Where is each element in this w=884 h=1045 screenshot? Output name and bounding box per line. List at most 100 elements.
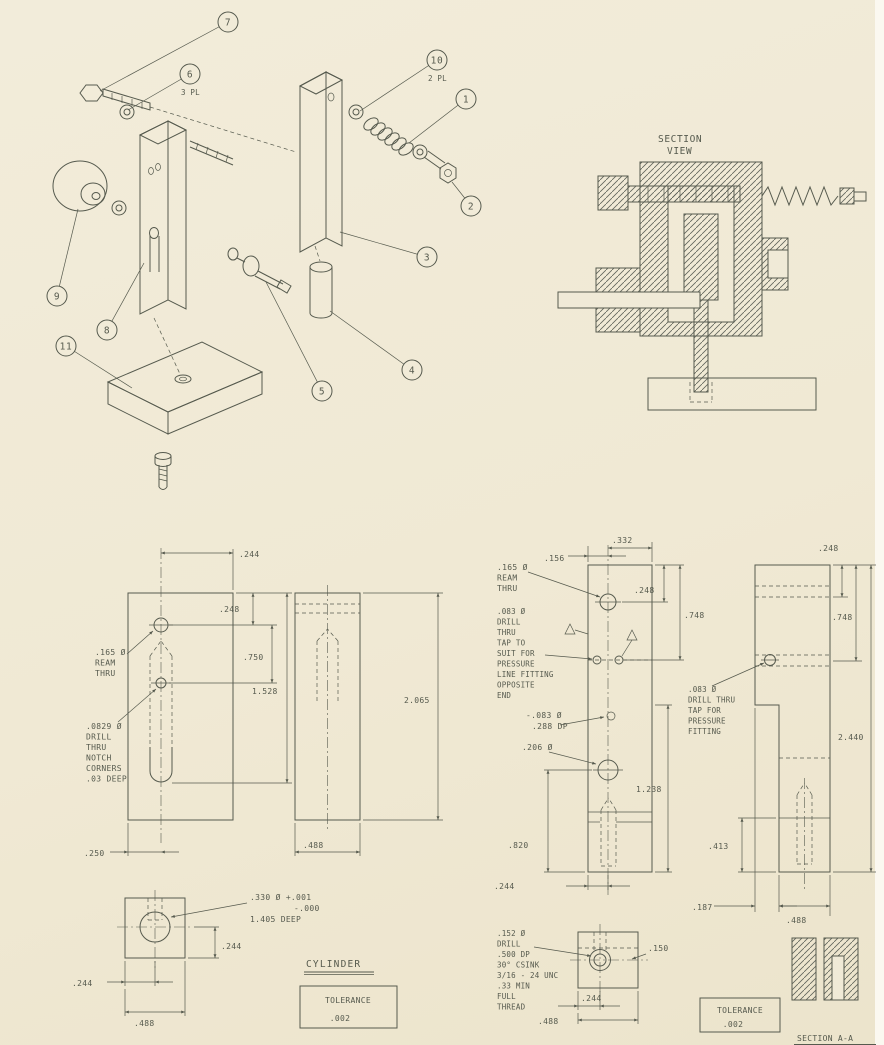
- balloon-2-label: 2: [468, 202, 474, 213]
- body-side-view: [754, 564, 831, 890]
- balloon-6-label: 6: [187, 70, 193, 81]
- section-view-title-line2: VIEW: [667, 146, 692, 157]
- balloon-2: 2: [460, 195, 482, 217]
- exploded-rear-bar: [298, 71, 344, 253]
- dim-bottom-offset-text: .244: [494, 882, 514, 891]
- body-ream-leader: [527, 571, 601, 598]
- balloon-11: 11: [55, 335, 77, 357]
- dim-bottom-width: .488: [124, 961, 186, 1028]
- section-aa-label: SECTION A-A: [797, 1034, 853, 1043]
- body-boss-view: [570, 924, 648, 998]
- dim-overall-height-right: 2.440: [833, 565, 876, 873]
- dim-boss-offset: .244: [558, 991, 620, 1010]
- dim-side-width-right-text: .488: [786, 916, 806, 925]
- bore-note-line2: -.000: [294, 904, 320, 913]
- dim-top-to-port: .748: [624, 565, 704, 661]
- cylinder-bottom-view: [117, 890, 193, 968]
- body-bore-leader: [548, 751, 597, 765]
- dim-bottom-center-to-edge-text: .244: [221, 942, 241, 951]
- dim-boss-hole-offset: .150: [631, 944, 668, 960]
- balloon-11-label: 11: [60, 342, 73, 353]
- cylinder-tolerance-value: .002: [330, 1014, 350, 1023]
- ream-note-leader: [126, 630, 154, 655]
- section-stem: [693, 299, 709, 379]
- balloon-10: 10 2 PL: [426, 49, 448, 83]
- dim-overall-height-text: 2.065: [404, 696, 430, 705]
- dim-top-to-hole: .248: [169, 592, 292, 626]
- body-cross-drill-leader: [544, 654, 593, 661]
- balloon-9: 9: [46, 285, 68, 307]
- dim-boss-width-text: .488: [538, 1017, 558, 1026]
- balloon-10-label: 10: [431, 56, 444, 67]
- balloon-3: 3: [416, 246, 438, 268]
- dim-right-offset: .332: [608, 536, 653, 562]
- dim-edge-to-hole: .250: [84, 823, 179, 858]
- balloon-6-note: 3 PL: [181, 88, 200, 97]
- datum-triangle-icon: [626, 629, 638, 641]
- dim-slot-depth-text: 1.528: [252, 687, 278, 696]
- exploded-cylinder: [309, 261, 333, 319]
- body-depth-leader: [559, 716, 605, 726]
- balloon-8: 8: [96, 319, 118, 341]
- balloon-leaders: [56, 21, 472, 392]
- body-tolerance-box: TOLERANCE .002: [699, 997, 781, 1033]
- dim-hole-to-edge-text: .244: [239, 550, 259, 559]
- exploded-bolt: [79, 84, 151, 111]
- exploded-knob: [52, 160, 108, 212]
- dim-lower-height: .820: [508, 769, 592, 873]
- body-fitting-leader: [711, 662, 765, 687]
- dim-side-top-to-port-text: .748: [832, 613, 852, 622]
- section-right-boss: [761, 237, 789, 291]
- bore-note-line1: .330 Ø +.001: [250, 892, 311, 902]
- bolt-axis-centerline: [149, 106, 297, 153]
- cylinder-tolerance-label: TOLERANCE: [325, 996, 371, 1005]
- dim-step-offset: .187: [692, 708, 797, 912]
- section-bolt: [597, 175, 741, 211]
- dim-right-offset-text: .332: [612, 536, 632, 545]
- dim-side-width: .488: [294, 823, 361, 856]
- dim-edge-to-hole-text: .250: [84, 849, 104, 858]
- exploded-washer-1: [119, 104, 135, 120]
- dim-top-to-port-text: .748: [684, 611, 704, 620]
- cylinder-tolerance-box: TOLERANCE .002: [299, 985, 398, 1029]
- dim-step-height-text: .413: [708, 842, 728, 851]
- balloon-4: 4: [401, 359, 423, 381]
- body-depth-note-line2: .288 DP: [532, 722, 568, 731]
- dim-slot-depth: 1.528: [172, 593, 292, 784]
- body-bore-note: .206 Ø: [522, 742, 553, 752]
- section-view: SECTION VIEW: [557, 134, 867, 411]
- dim-hole-spacing: .750: [169, 625, 277, 684]
- balloon-10-note: 2 PL: [428, 74, 447, 83]
- dim-hole-spacing-text: .750: [243, 653, 263, 662]
- section-spring: [761, 185, 839, 207]
- exploded-spring-assembly: [348, 104, 457, 184]
- balloon-5: 5: [311, 380, 333, 402]
- balloon-4-label: 4: [409, 366, 415, 377]
- dim-boss-offset-text: .244: [581, 994, 601, 1003]
- balloon-5-label: 5: [319, 387, 325, 398]
- section-fitting: [839, 187, 867, 205]
- balloon-7: 7: [217, 11, 239, 33]
- bore-note-leader: [170, 902, 248, 918]
- body-csink-leader: [533, 946, 592, 957]
- dim-side-width-text: .488: [303, 841, 323, 850]
- dim-top-to-ream-text: .248: [634, 586, 654, 595]
- scan-edge: [875, 0, 884, 1045]
- dim-top-to-hole-text: .248: [219, 605, 239, 614]
- body-depth-note-line1: -.083 Ø: [526, 710, 562, 720]
- balloon-3-label: 3: [424, 253, 430, 264]
- cylinder-front-view: [127, 548, 234, 843]
- dim-boss-width: .488: [538, 991, 639, 1026]
- body-front-view: [564, 545, 653, 895]
- dim-hole-to-edge: .244: [161, 549, 259, 590]
- section-aa-thumbnail: [791, 937, 859, 1001]
- balloon-callouts: 7 63 PL 102 PL 1 2 3 4 5 8 9 11: [46, 11, 482, 402]
- section-rod: [557, 291, 701, 309]
- cylinder-detail: .244 .248 .750 1.528 2.065: [72, 548, 443, 1029]
- drill-note-leader: [117, 688, 157, 723]
